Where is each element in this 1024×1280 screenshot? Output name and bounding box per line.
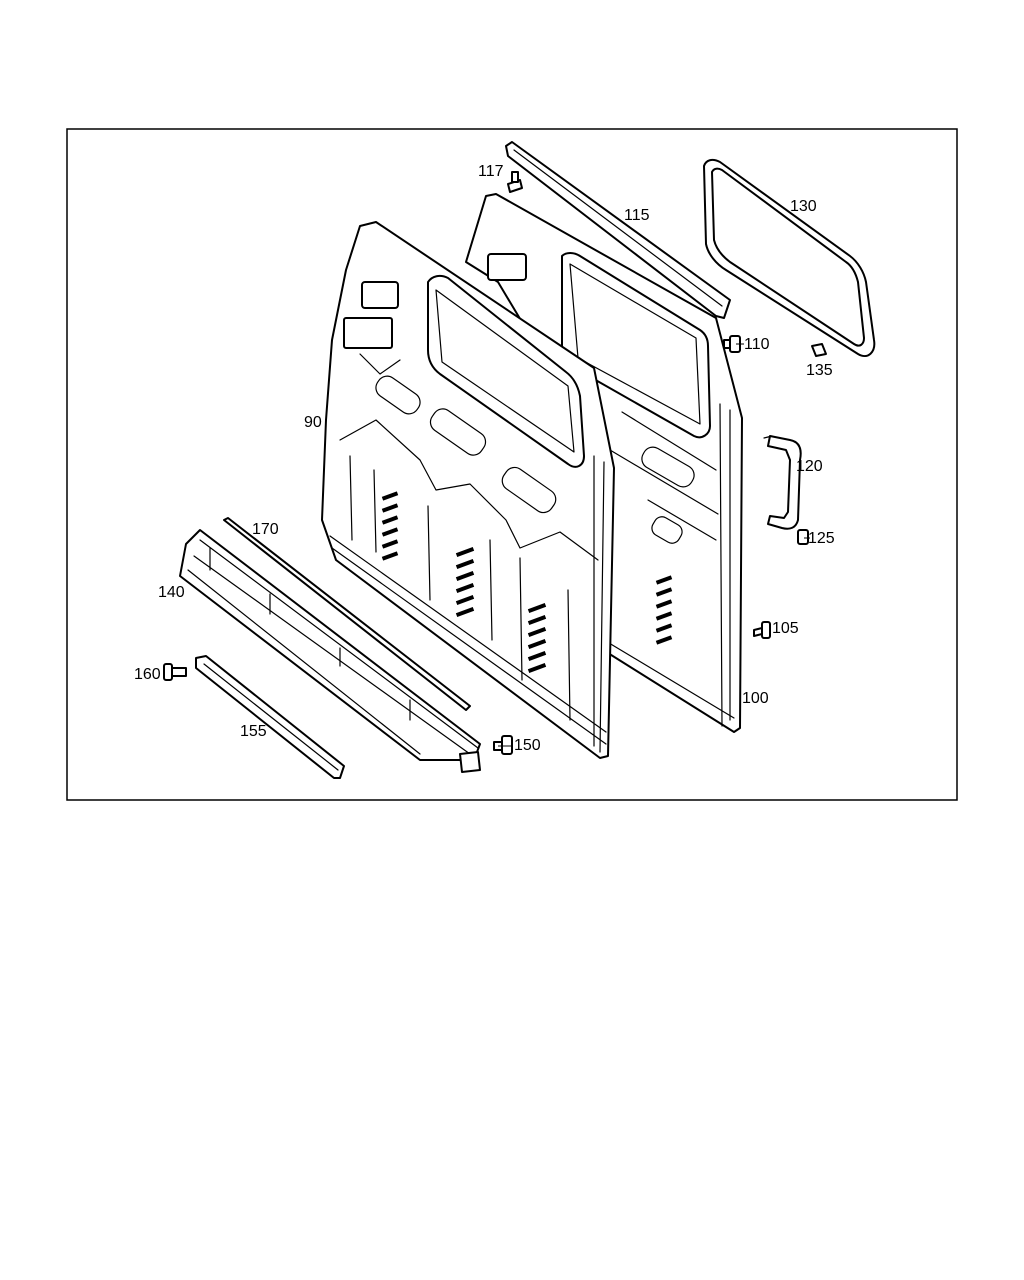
callout-110: 110 xyxy=(744,336,770,353)
callout-140: 140 xyxy=(158,584,185,601)
callout-100: 100 xyxy=(742,690,769,707)
front-partition-panel[interactable] xyxy=(321,221,615,759)
callout-160: 160 xyxy=(134,666,161,683)
grab-handle[interactable] xyxy=(763,435,802,530)
callout-135: 135 xyxy=(806,362,833,379)
floor-rail[interactable] xyxy=(179,529,481,761)
clip-135[interactable] xyxy=(811,343,827,357)
callout-105: 105 xyxy=(772,620,799,637)
callout-120: 120 xyxy=(796,458,823,475)
bolt-160[interactable] xyxy=(163,663,187,681)
front-panel-vents-center xyxy=(455,547,475,617)
bracket-strip[interactable] xyxy=(195,655,345,779)
callout-117: 117 xyxy=(478,163,504,180)
window-seal[interactable] xyxy=(703,158,876,358)
rear-panel-vents xyxy=(655,575,673,645)
diagram-frame xyxy=(66,128,958,801)
front-panel-vents-left xyxy=(381,491,399,561)
callout-150: 150 xyxy=(514,737,541,754)
long-strip[interactable] xyxy=(223,517,471,711)
callout-170: 170 xyxy=(252,521,279,538)
callout-115: 115 xyxy=(624,207,650,224)
leader-lines xyxy=(498,343,810,747)
clip-117[interactable] xyxy=(507,171,523,193)
top-trim-strip[interactable] xyxy=(505,141,731,319)
callout-90: 90 xyxy=(304,414,322,431)
clip-125[interactable] xyxy=(797,529,809,545)
screw-105[interactable] xyxy=(753,621,771,639)
callout-125: 125 xyxy=(808,530,835,547)
bolt-150[interactable] xyxy=(459,735,513,773)
callout-130: 130 xyxy=(790,198,817,215)
callouts: 90 100 105 110 115 117 120 125 130 135 1… xyxy=(134,163,835,754)
fastener-110[interactable] xyxy=(723,335,741,353)
callout-155: 155 xyxy=(240,723,267,740)
front-panel-vents-right xyxy=(527,603,547,673)
